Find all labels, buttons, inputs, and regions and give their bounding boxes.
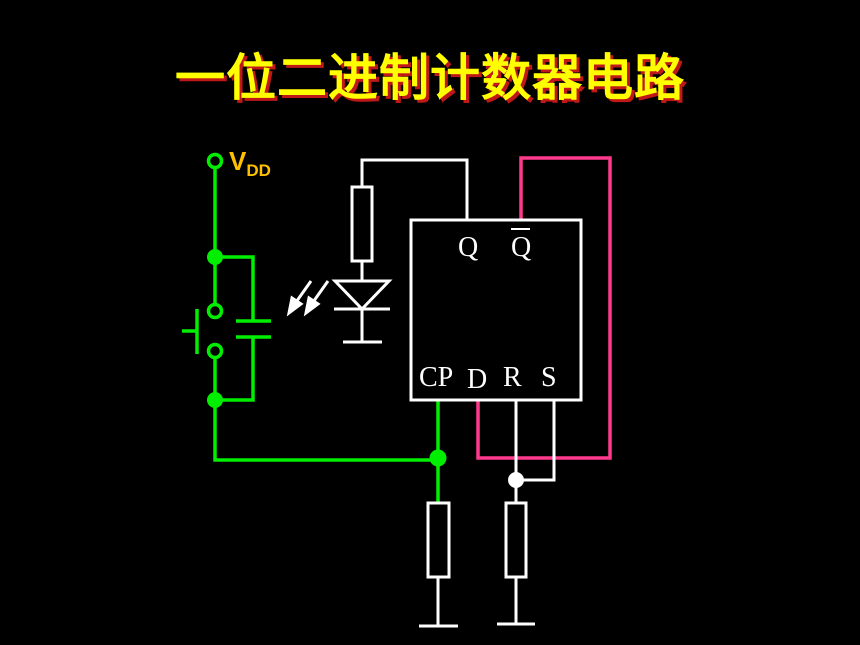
s-pin-wire [516,400,556,482]
led-light-arrows [286,280,330,317]
led-diode [331,279,393,312]
feedback-wire [476,156,612,460]
capacitor-bottom-wire [215,337,255,402]
light-arrow-2-head [303,295,321,317]
flipflop: Q Q CP D R S [409,218,583,402]
switch-contact-top [206,302,224,320]
pin-cp: CP [419,362,453,393]
pin-q: Q [458,232,478,263]
q-output-wire [360,158,469,220]
vdd-terminal [206,152,224,170]
pin-r: R [503,362,522,393]
switch-network [182,152,447,503]
pin-q-bar: Q [511,232,531,263]
cp-pulldown [419,501,458,628]
vdd-label: VDD [229,146,271,180]
switch-contact-bottom [206,342,224,360]
page-title: 一位二进制计数器电路 [175,49,685,107]
flipflop-body [409,218,583,402]
led-branch [331,158,469,344]
cp-drive-wire [213,400,438,462]
led-resistor [350,185,374,263]
capacitor-top-wire [215,255,255,321]
light-arrow-1-head [286,295,304,317]
pin-s: S [541,362,557,393]
pin-d: D [467,364,487,395]
node-cp [429,449,447,467]
cp-pulldown-resistor [426,501,451,579]
reset-network [497,400,556,626]
node-rs [508,472,524,488]
rs-pulldown-resistor [504,501,528,579]
qbar-to-d-wire [476,156,612,460]
